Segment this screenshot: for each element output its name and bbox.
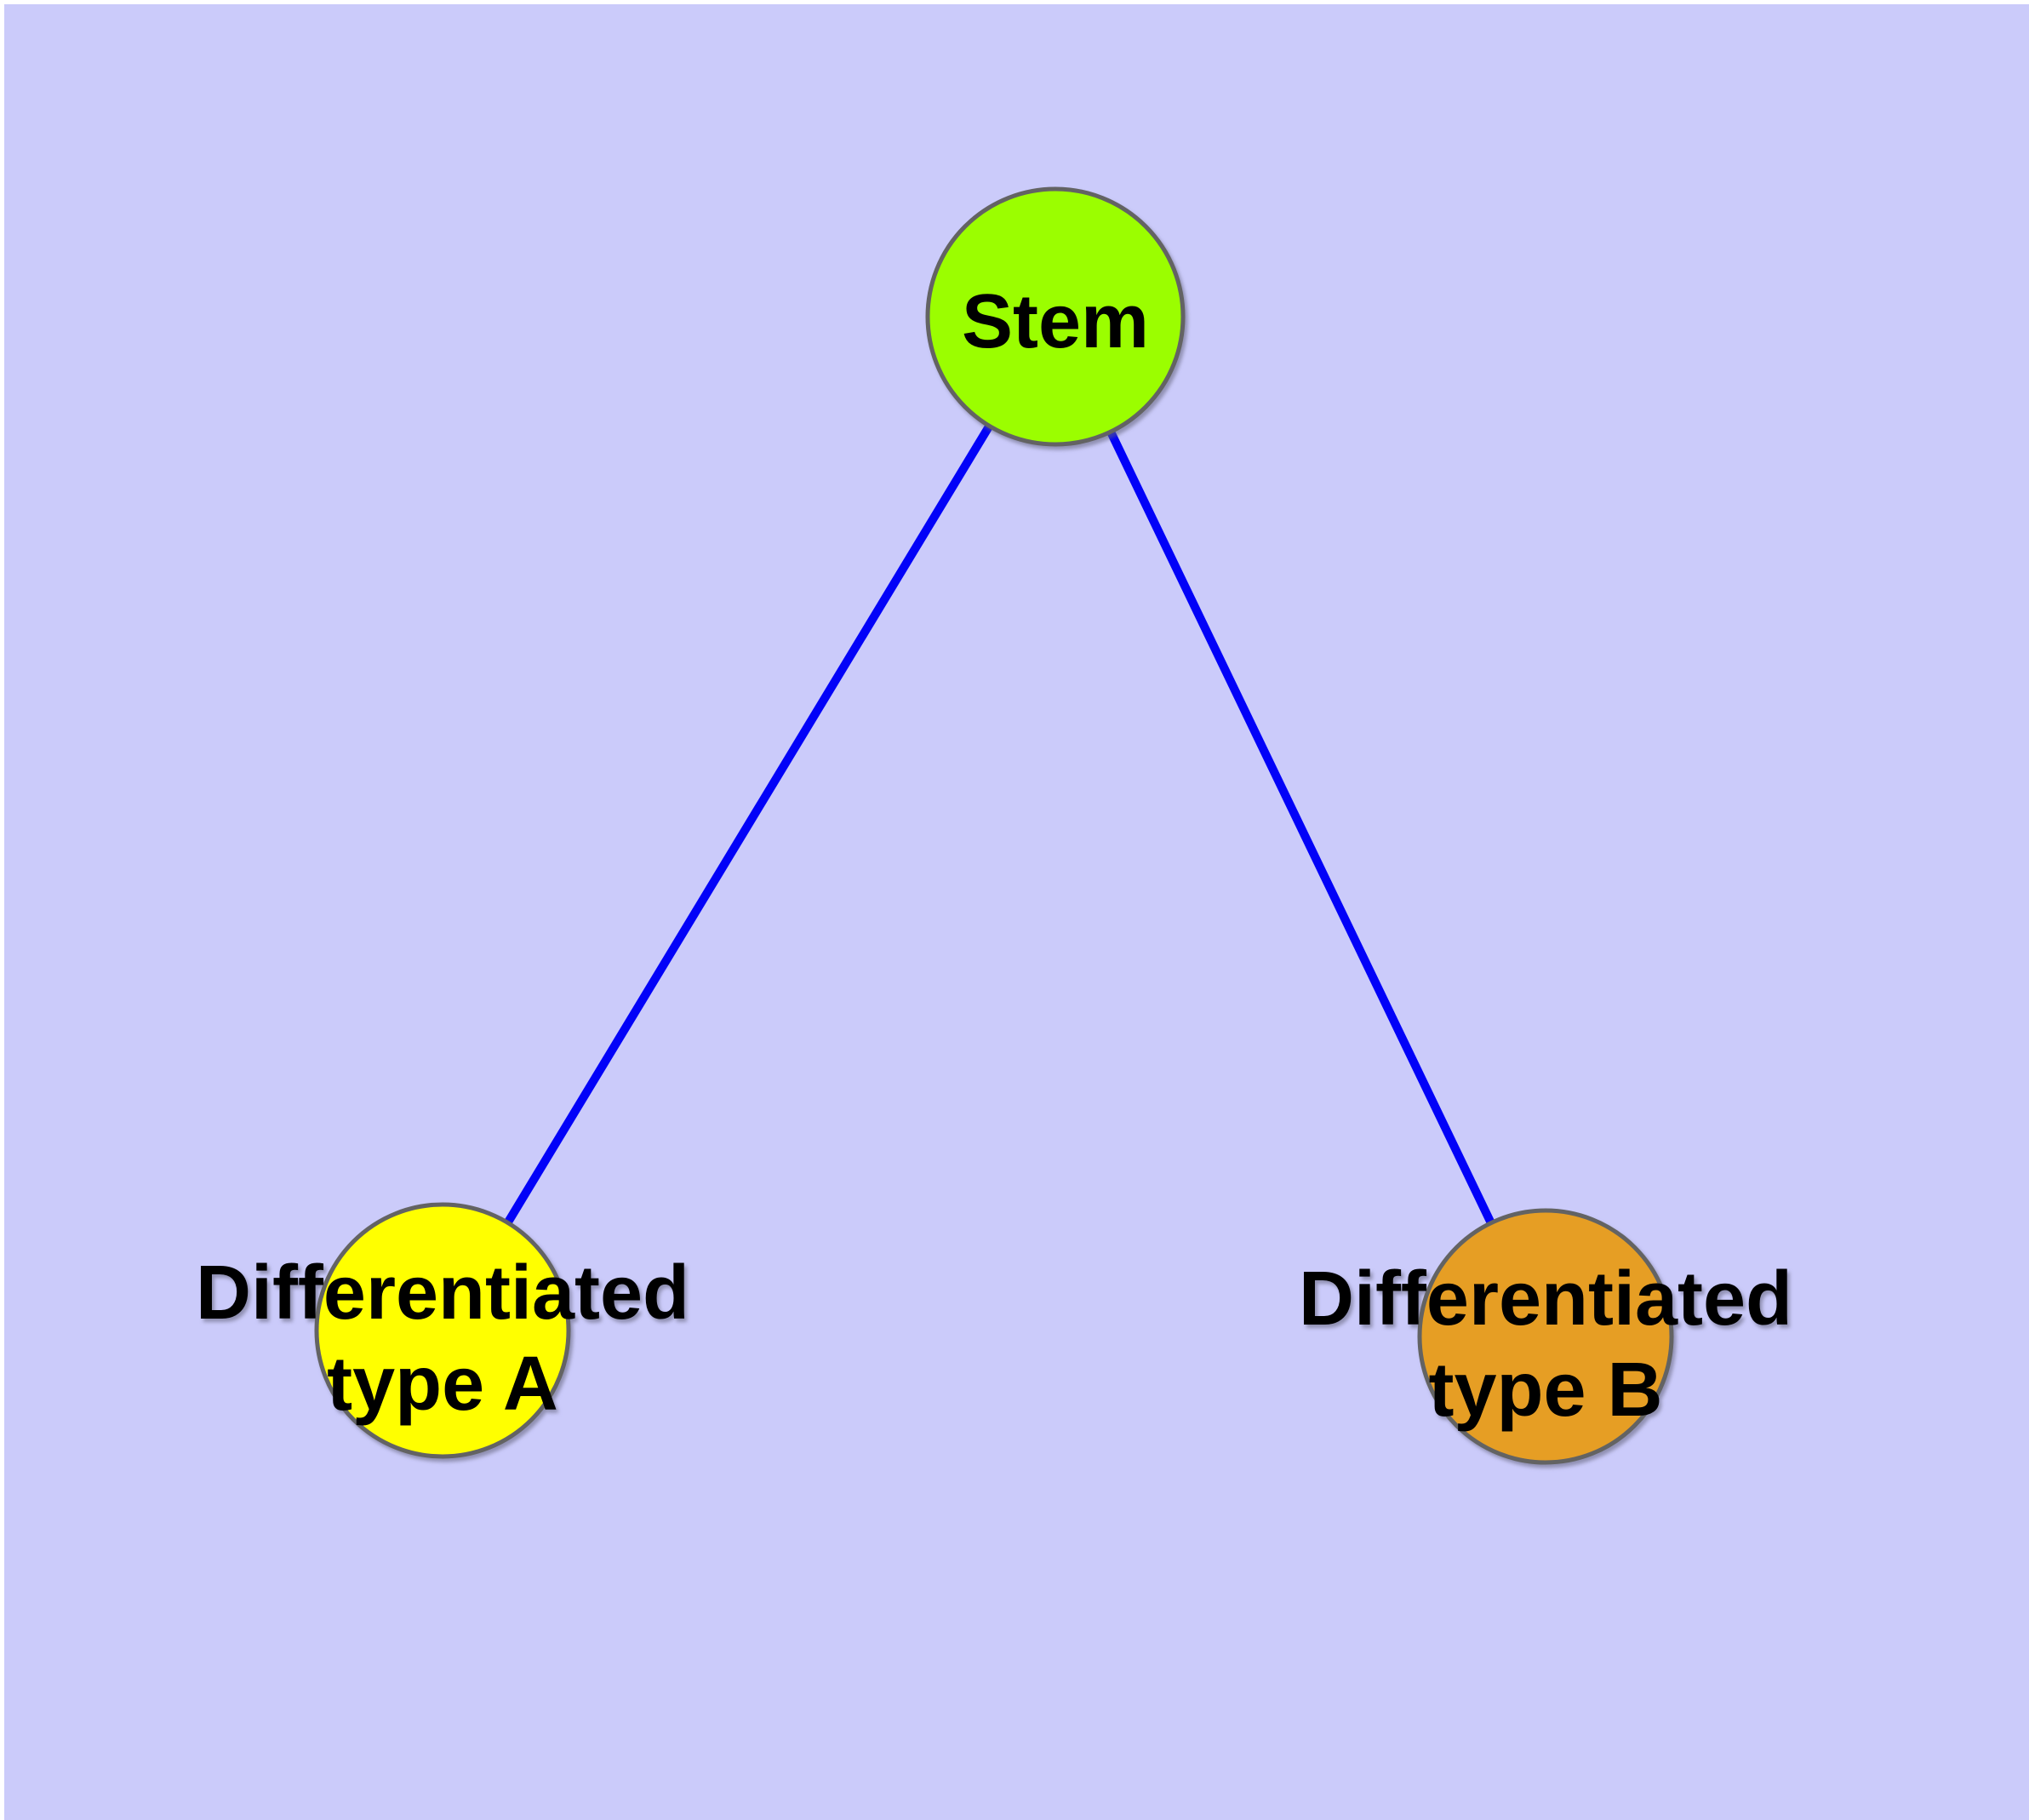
stem-node-label: Stem bbox=[962, 279, 1149, 364]
differentiated-type-b-node-circle bbox=[1417, 1208, 1674, 1465]
node-differentiated-type-a: Differentiated type A bbox=[196, 1202, 689, 1459]
node-stem: Stem bbox=[925, 186, 1186, 447]
differentiated-type-a-label-line1: Differentiated bbox=[196, 1251, 689, 1336]
differentiated-type-a-node-circle bbox=[314, 1202, 571, 1459]
node-differentiated-type-b: Differentiated type B bbox=[1299, 1208, 1792, 1465]
differentiated-type-a-label-line2: type A bbox=[327, 1342, 558, 1427]
differentiated-type-b-label-line1: Differentiated bbox=[1299, 1256, 1792, 1342]
edge-stem-to-type-b bbox=[1051, 314, 1550, 1339]
edge-stem-to-type-a bbox=[438, 314, 1060, 1333]
edge-layer bbox=[438, 314, 1550, 1339]
stem-node-circle bbox=[925, 186, 1186, 447]
differentiated-type-b-label-line2: type B bbox=[1428, 1348, 1662, 1433]
